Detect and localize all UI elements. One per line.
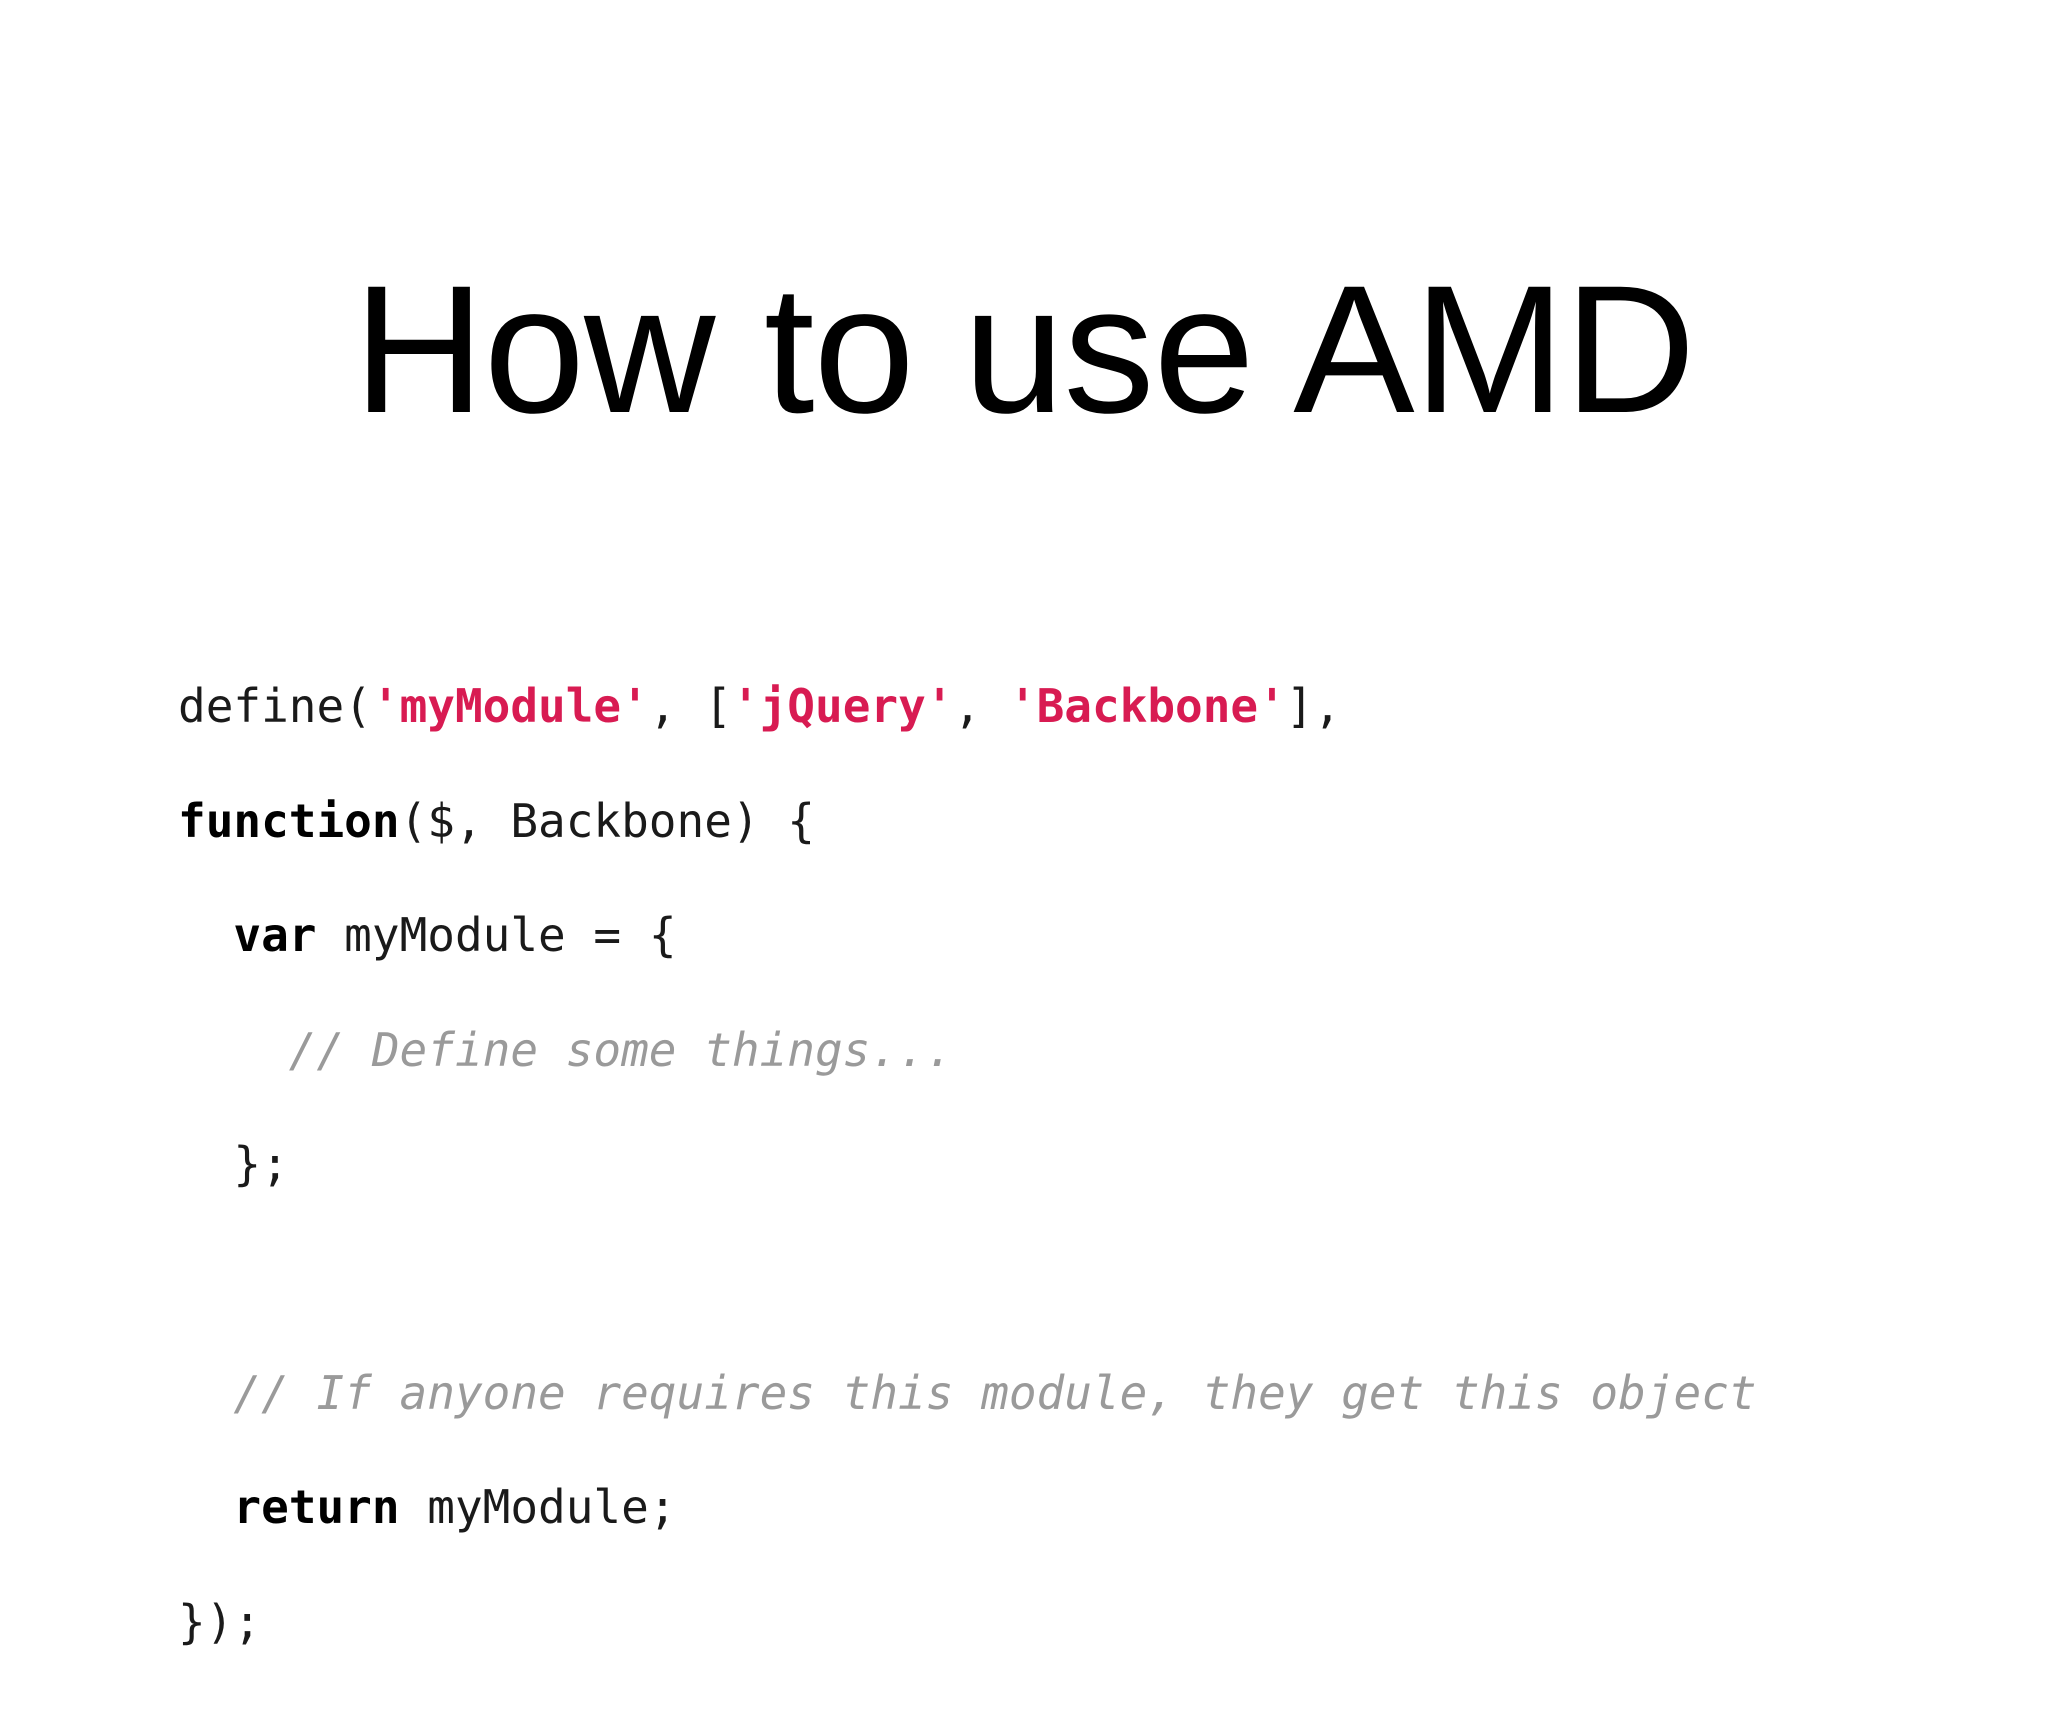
code-line: define('myModule', ['jQuery', 'Backbone'… xyxy=(178,678,1757,735)
code-token-plain: , [ xyxy=(648,679,732,733)
code-token-plain: myModule; xyxy=(399,1480,677,1535)
slide-root: How to use AMD define('myModule', ['jQue… xyxy=(178,246,1757,1649)
code-token-comment: // Define some things... xyxy=(288,1022,954,1077)
code-line: }); xyxy=(178,1594,1757,1651)
code-line: }; xyxy=(178,1136,1757,1193)
code-line: // If anyone requires this module, they … xyxy=(178,1365,1757,1422)
page-title: How to use AMD xyxy=(353,246,1695,451)
code-token-plain xyxy=(178,1023,289,1077)
code-token-string: 'jQuery' xyxy=(731,679,954,733)
code-token-plain: }; xyxy=(178,1137,289,1192)
code-line: return myModule; xyxy=(178,1479,1757,1536)
code-line: var myModule = { xyxy=(178,907,1757,964)
code-token-plain: , xyxy=(953,679,1009,733)
code-line xyxy=(178,1251,1757,1308)
code-token-keyword: return xyxy=(233,1480,400,1535)
code-block: define('myModule', ['jQuery', 'Backbone'… xyxy=(178,678,1757,1709)
code-token-plain: ], xyxy=(1285,679,1342,733)
code-token-keyword: function xyxy=(178,793,400,848)
code-token-plain: myModule = { xyxy=(316,908,677,963)
code-token-keyword: var xyxy=(233,908,317,963)
code-token-plain xyxy=(178,1366,233,1420)
code-token-plain: define( xyxy=(178,679,372,733)
code-line: // Define some things... xyxy=(178,1022,1757,1079)
code-token-plain xyxy=(178,908,233,962)
code-token-string: 'Backbone' xyxy=(1008,679,1286,733)
code-token-plain: ($, Backbone) { xyxy=(399,793,815,848)
code-token-comment: // If anyone requires this module, they … xyxy=(233,1365,1757,1420)
code-line: function($, Backbone) { xyxy=(178,793,1757,850)
code-token-plain xyxy=(178,1480,233,1534)
code-token-string: 'myModule' xyxy=(371,679,649,733)
code-token-plain: }); xyxy=(178,1594,262,1649)
